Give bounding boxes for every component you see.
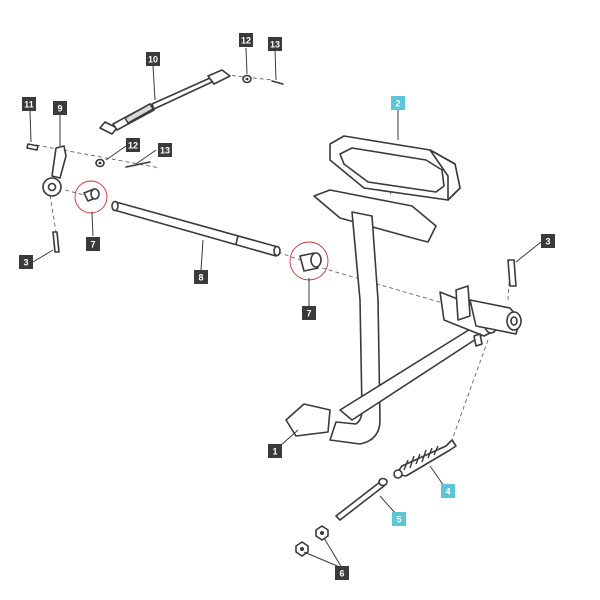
part-7-bushing-left bbox=[74, 180, 108, 214]
callout-2-label: 2 bbox=[395, 99, 400, 109]
callout-6-label: 6 bbox=[339, 569, 344, 579]
callout-3-right: 3 bbox=[541, 234, 555, 248]
part-3-roll-pin-right bbox=[507, 259, 517, 287]
callout-1: 1 bbox=[268, 444, 282, 458]
callout-13-middle: 13 bbox=[158, 143, 172, 157]
callout-11-label: 11 bbox=[24, 100, 34, 110]
part-10-linkage-rod bbox=[99, 69, 231, 135]
part-9-lever-arm bbox=[42, 145, 67, 197]
part-7-bushing-right bbox=[289, 241, 329, 281]
callout-5-label: 5 bbox=[396, 515, 401, 525]
callout-12-top: 12 bbox=[239, 33, 253, 47]
callout-13-top: 13 bbox=[268, 37, 282, 51]
callout-3-left-label: 3 bbox=[23, 258, 28, 268]
part-6-nut-lower bbox=[295, 541, 309, 557]
callout-12-middle-label: 12 bbox=[128, 141, 138, 151]
part-11-pin bbox=[26, 143, 39, 151]
callout-12-top-label: 12 bbox=[241, 36, 251, 46]
callout-13-middle-label: 13 bbox=[160, 146, 170, 156]
part-5-bolt bbox=[335, 477, 388, 521]
part-13-cotter-pin-top bbox=[271, 80, 284, 85]
callout-8-label: 8 bbox=[198, 273, 203, 283]
callout-2: 2 bbox=[391, 96, 405, 110]
callout-9-label: 9 bbox=[57, 104, 62, 114]
part-6-nut-upper bbox=[315, 525, 329, 541]
callout-1-label: 1 bbox=[272, 447, 277, 457]
part-2-pedal-pad bbox=[329, 135, 461, 201]
callout-7-left-label: 7 bbox=[90, 240, 95, 250]
part-12-washer-middle bbox=[95, 158, 105, 168]
callout-5: 5 bbox=[392, 512, 406, 526]
callout-6: 6 bbox=[335, 566, 349, 580]
part-3-roll-pin-left bbox=[52, 231, 60, 253]
callout-11: 11 bbox=[22, 97, 36, 111]
part-4-return-spring bbox=[393, 439, 457, 479]
callout-8: 8 bbox=[194, 270, 208, 284]
callout-4: 4 bbox=[441, 484, 455, 498]
part-8-shaft bbox=[111, 200, 281, 257]
callout-10-label: 10 bbox=[148, 55, 158, 65]
callout-9: 9 bbox=[53, 101, 67, 115]
callout-10: 10 bbox=[146, 52, 160, 66]
part-13-cotter-pin-middle bbox=[125, 161, 151, 168]
callout-13-top-label: 13 bbox=[270, 40, 280, 50]
callout-7-right: 7 bbox=[302, 306, 316, 320]
callout-12-middle: 12 bbox=[126, 138, 140, 152]
pedal-plate bbox=[313, 189, 437, 243]
callout-7-left: 7 bbox=[86, 237, 100, 251]
callout-7-right-label: 7 bbox=[306, 309, 311, 319]
callout-4-label: 4 bbox=[445, 487, 450, 497]
part-12-washer-top bbox=[242, 74, 252, 84]
leader-lines bbox=[29, 47, 542, 569]
part-1-pedal-frame bbox=[285, 211, 522, 445]
callout-3-right-label: 3 bbox=[545, 237, 550, 247]
callout-3-left: 3 bbox=[19, 255, 33, 269]
